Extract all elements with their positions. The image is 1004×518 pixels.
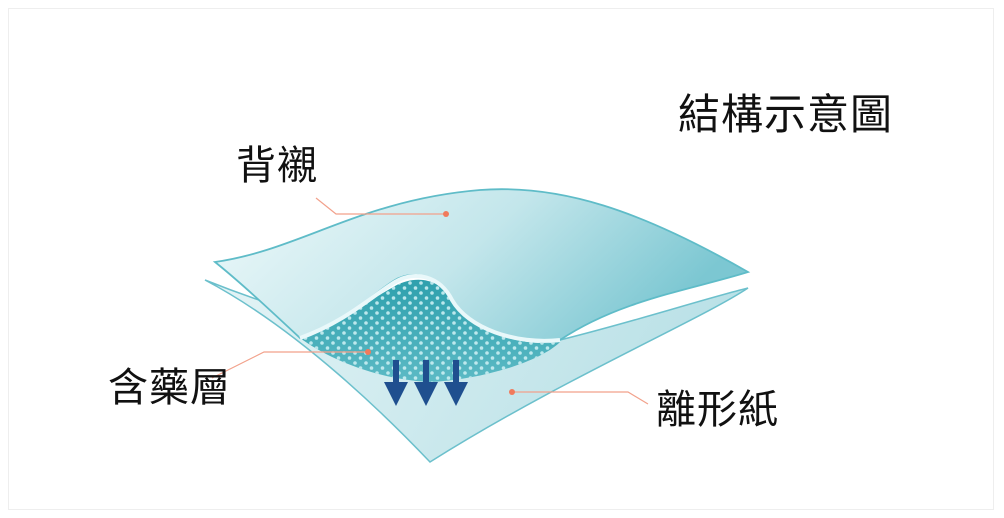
drug-layer-dots <box>300 279 560 382</box>
release-arrows <box>384 360 468 406</box>
leader-dot-release-liner <box>509 389 515 395</box>
label-release-liner: 離形紙 <box>656 387 779 433</box>
leader-dot-drug-layer <box>365 349 371 355</box>
leader-lines <box>211 197 649 405</box>
arrow-down-icon <box>384 360 408 406</box>
arrow-down-icon <box>444 360 468 406</box>
leader-dot-backing <box>443 211 449 217</box>
label-drug-layer: 含藥層 <box>108 365 231 411</box>
diagram-frame <box>8 8 994 510</box>
arrow-down-icon <box>414 360 438 406</box>
leader-line-drug-layer <box>211 351 368 379</box>
backing-bulge-rim <box>299 274 561 343</box>
label-backing: 背襯 <box>236 143 318 189</box>
leader-line-release-liner <box>512 391 649 405</box>
diagram-title: 結構示意圖 <box>678 90 894 139</box>
leader-line-backing <box>315 197 446 215</box>
